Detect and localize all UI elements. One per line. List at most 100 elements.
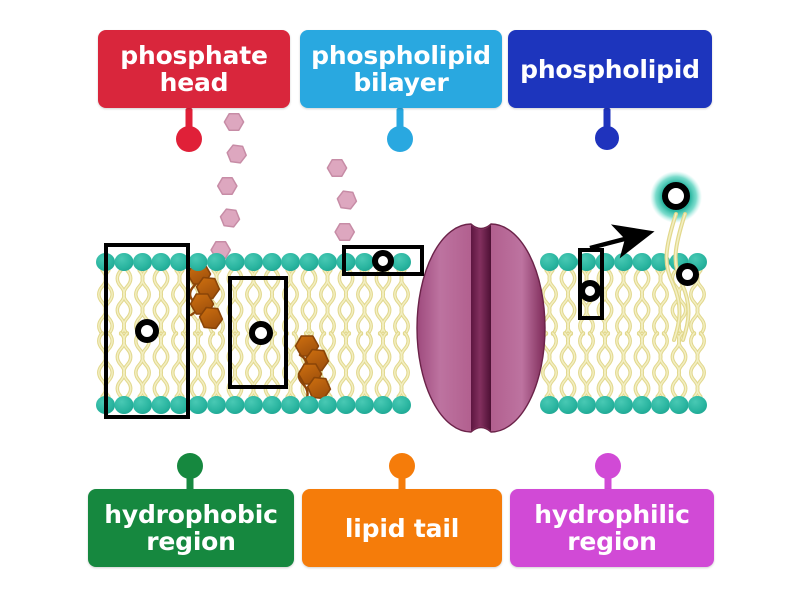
phosphate-head: [688, 395, 707, 415]
phosphate-head: [281, 252, 300, 272]
carbohydrate-unit: [336, 190, 358, 210]
phosphate-head: [299, 395, 319, 415]
lipid-tail-highlight: [345, 269, 354, 335]
lipid-tail-highlight: [696, 269, 705, 335]
phosphate-head: [299, 252, 319, 272]
phosphate-head: [336, 395, 356, 415]
phosphate-head: [632, 395, 652, 415]
drop-zone-1[interactable]: [104, 243, 190, 419]
phosphate-head: [318, 252, 337, 272]
label-line-1: phosphate: [120, 41, 268, 70]
phosphate-head: [281, 395, 300, 415]
lipid-tail-highlight: [548, 332, 557, 398]
lipid-tail-highlight: [585, 332, 594, 398]
phosphate-head: [392, 252, 411, 272]
phosphate-head: [540, 252, 559, 272]
phosphate-head: [614, 252, 633, 272]
phosphate-head: [151, 395, 171, 415]
phosphate-head: [114, 395, 134, 415]
phosphate-head: [151, 252, 171, 272]
drop-zone-3-marker[interactable]: [372, 250, 394, 272]
phosphate-head: [392, 395, 411, 415]
lipid-tail-highlight: [659, 332, 668, 398]
phosphate-head: [244, 395, 263, 415]
phosphate-head: [188, 252, 208, 272]
magnified-lipid-tail: [665, 213, 681, 341]
phosphate-head: [373, 395, 393, 415]
carbohydrate-unit: [334, 222, 356, 242]
label-lipid-tail[interactable]: lipid tail: [302, 489, 502, 567]
lipid-tail-highlight: [678, 332, 687, 398]
lipid-tail-highlight: [178, 332, 187, 398]
phosphate-head: [632, 252, 652, 272]
drop-zone-4-marker[interactable]: [579, 280, 601, 302]
phosphate-head: [262, 252, 282, 272]
lipid-tail-highlight: [271, 269, 280, 335]
lipid-tail-highlight: [382, 269, 391, 335]
phosphate-head: [355, 252, 374, 272]
drop-zone-2[interactable]: [228, 276, 288, 389]
drop-zone-1-marker[interactable]: [135, 319, 159, 343]
carbohydrate-unit: [219, 208, 241, 228]
phosphate-head: [114, 252, 134, 272]
phosphate-head: [170, 395, 189, 415]
drop-zone-2-marker[interactable]: [249, 321, 273, 345]
cholesterol-molecules: [186, 263, 332, 404]
lipid-tail-highlight: [363, 332, 372, 398]
phosphate-head: [207, 395, 226, 415]
lipid-tail-highlight: [567, 269, 576, 335]
phosphate-head: [188, 395, 208, 415]
lipid-tail-highlight: [622, 269, 631, 335]
label-text-lipid-tail: lipid tail: [312, 515, 492, 542]
phosphate-head: [595, 395, 615, 415]
carbohydrate-unit: [326, 158, 348, 178]
label-line-1: lipid tail: [344, 513, 460, 543]
lipid-tail-highlight: [160, 332, 169, 398]
membrane-protein-channel: [416, 223, 546, 433]
label-line-2: bilayer: [353, 68, 449, 97]
marker-magnified-head[interactable]: [662, 182, 690, 210]
lipid-tail-highlight: [234, 269, 243, 335]
phosphate-head: [355, 395, 374, 415]
lipid-tail-highlight: [160, 269, 169, 335]
phosphate-head: [336, 252, 356, 272]
lipid-tail-highlight: [363, 269, 372, 335]
phosphate-head: [170, 252, 189, 272]
lipid-tail-highlight: [326, 269, 335, 335]
label-line-1: hydrophilic: [534, 500, 690, 529]
phosphate-heads-lower-leaflet: [96, 395, 707, 415]
callout-arrow: [589, 224, 655, 259]
carbohydrate-unit: [223, 112, 245, 132]
phosphate-head: [225, 395, 245, 415]
label-text-phospholipid: phospholipid: [518, 56, 702, 83]
label-line-1: hydrophobic: [104, 500, 278, 529]
carbohydrate-chain: [210, 112, 247, 260]
carbohydrate-unit: [226, 144, 247, 164]
lipid-tail-highlight: [604, 332, 613, 398]
marker-magnified-tail[interactable]: [675, 262, 699, 286]
cholesterol-molecule: [186, 263, 224, 330]
lipid-tail-highlight: [178, 269, 187, 335]
label-line-1: phospholipid: [520, 54, 700, 84]
phosphate-head: [225, 252, 245, 272]
lipid-tail-highlight: [696, 332, 705, 398]
lipid-tail-highlight: [567, 332, 576, 398]
phosphate-head: [540, 395, 559, 415]
lipid-tail-highlight: [289, 269, 298, 335]
phosphate-head: [669, 395, 689, 415]
phosphate-head: [558, 395, 578, 415]
lipid-tail-highlight: [604, 269, 613, 335]
drop-zone-3[interactable]: [342, 245, 424, 276]
lipid-tail-highlight: [215, 332, 224, 398]
lipid-tail-highlight: [641, 332, 650, 398]
label-line-2: head: [159, 68, 229, 97]
phosphate-head: [651, 395, 670, 415]
label-phospholipid[interactable]: phospholipid: [508, 30, 712, 108]
